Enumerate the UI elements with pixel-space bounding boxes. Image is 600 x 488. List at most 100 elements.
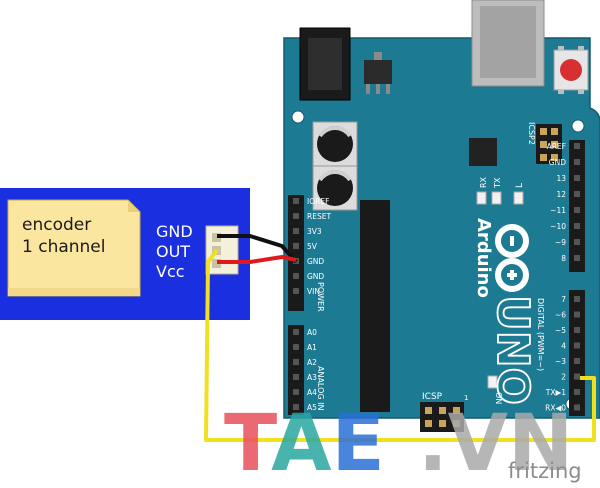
header-pin[interactable] — [293, 273, 299, 279]
led-l-label: L — [515, 183, 525, 188]
header-pin[interactable] — [574, 239, 580, 245]
arduino-logo — [495, 224, 529, 292]
status-leds — [476, 191, 524, 389]
on-led — [487, 375, 498, 389]
fritzing-label: fritzing — [508, 459, 582, 483]
header-pin[interactable] — [293, 329, 299, 335]
analog-header-title: ANALOG IN — [316, 366, 325, 411]
wire-signal — [204, 248, 596, 442]
header-pin[interactable] — [574, 327, 580, 333]
capacitor — [312, 121, 358, 167]
header-pin[interactable] — [293, 359, 299, 365]
header-pin[interactable] — [574, 143, 580, 149]
header-pin[interactable] — [574, 311, 580, 318]
header-pin[interactable] — [293, 404, 299, 410]
header-pin[interactable] — [293, 198, 299, 204]
encoder-label-line1: encoder — [22, 215, 91, 235]
pin-label: A4 — [307, 388, 317, 397]
icsp-pin1-label: 1 — [464, 394, 468, 402]
atmega-chip — [360, 200, 390, 412]
pin-label: A3 — [307, 373, 317, 382]
led-tx-label: TX — [493, 177, 502, 189]
wire-vcc — [217, 255, 297, 264]
pin-label: 12 — [556, 190, 566, 199]
header-pin[interactable] — [574, 159, 580, 165]
reset-button[interactable] — [553, 46, 589, 94]
pin-label: A1 — [307, 343, 317, 352]
pin-label: TX▶1 — [545, 388, 566, 397]
header-pin[interactable] — [293, 344, 299, 350]
pin-label: ~10 — [550, 222, 566, 231]
mount-hole — [291, 110, 305, 124]
header-pin[interactable] — [293, 243, 299, 249]
encoder-pin-vcc-label: Vcc — [156, 262, 185, 281]
icsp-label: ICSP — [422, 392, 443, 402]
header-pin[interactable] — [293, 288, 299, 294]
header-pin[interactable] — [574, 373, 580, 380]
pin-label: ~11 — [550, 206, 566, 215]
header-pin[interactable] — [574, 223, 580, 229]
watermark: TAE .VN — [224, 399, 573, 488]
watermark-part1: TAE — [224, 399, 385, 488]
pin-label: 13 — [556, 174, 566, 183]
header-pin[interactable] — [574, 296, 580, 302]
on-label: ON — [494, 392, 503, 404]
pin-label: ~5 — [555, 326, 566, 335]
capacitor — [312, 165, 358, 211]
header-pin[interactable] — [574, 191, 580, 197]
header-pin[interactable] — [293, 228, 299, 234]
pin-label: GND — [307, 257, 324, 266]
mount-hole — [571, 119, 585, 133]
digital-header-title: DIGITAL (PWM=~) — [536, 298, 545, 371]
usb-connector — [471, 0, 545, 87]
header-pin[interactable] — [574, 404, 580, 411]
digital-top-header — [569, 140, 585, 272]
pin-label: VIN — [307, 287, 320, 296]
encoder-label-line2: 1 channel — [22, 237, 106, 257]
pin-label: GND — [307, 272, 324, 281]
header-pin[interactable] — [574, 255, 580, 261]
icsp2-header — [536, 124, 562, 164]
header-pin[interactable] — [574, 175, 580, 181]
uno-label: UNO — [487, 295, 538, 405]
analog-header — [288, 325, 304, 415]
pin-label: ~6 — [555, 311, 566, 320]
header-pin[interactable] — [293, 389, 299, 395]
power-header-title: POWER — [316, 282, 325, 312]
pin-label: AREF — [547, 142, 566, 151]
pin-label: ~3 — [555, 357, 566, 366]
header-pin[interactable] — [293, 374, 299, 380]
pin-label: A5 — [307, 403, 317, 412]
reset-label: RESET — [590, 52, 599, 78]
pin-label: 8 — [561, 254, 566, 263]
header-pin[interactable] — [574, 342, 580, 349]
pin-label: RX◀0 — [545, 404, 566, 413]
pin-label: ~9 — [555, 238, 566, 247]
encoder-pin-out-label: OUT — [156, 242, 190, 261]
led-rx-label: RX — [479, 176, 488, 188]
voltage-regulator — [364, 52, 392, 94]
pin-label: IOREF — [307, 197, 329, 206]
wire-gnd — [217, 234, 298, 264]
watermark-part2: .VN — [418, 399, 573, 488]
header-pin[interactable] — [293, 213, 299, 219]
pin-label: 5V — [307, 242, 318, 251]
brand-label: Arduino — [473, 218, 494, 298]
dc-jack — [299, 27, 351, 101]
encoder-pin-gnd-label: GND — [156, 222, 193, 241]
digital-bottom-header — [569, 290, 585, 416]
icsp2-label: ICSP2 — [527, 122, 536, 145]
header-pin[interactable] — [574, 389, 580, 395]
encoder-note — [7, 199, 141, 297]
pin-label: 3V3 — [307, 227, 322, 236]
power-header — [288, 195, 304, 311]
header-pin[interactable] — [574, 358, 580, 364]
pin-label: A2 — [307, 358, 317, 367]
pin-label: GND — [549, 158, 566, 167]
pin-label: 2 — [561, 373, 566, 382]
usb-chip — [469, 138, 497, 166]
header-pin[interactable] — [574, 207, 580, 213]
pin-label: RESET — [307, 212, 331, 221]
